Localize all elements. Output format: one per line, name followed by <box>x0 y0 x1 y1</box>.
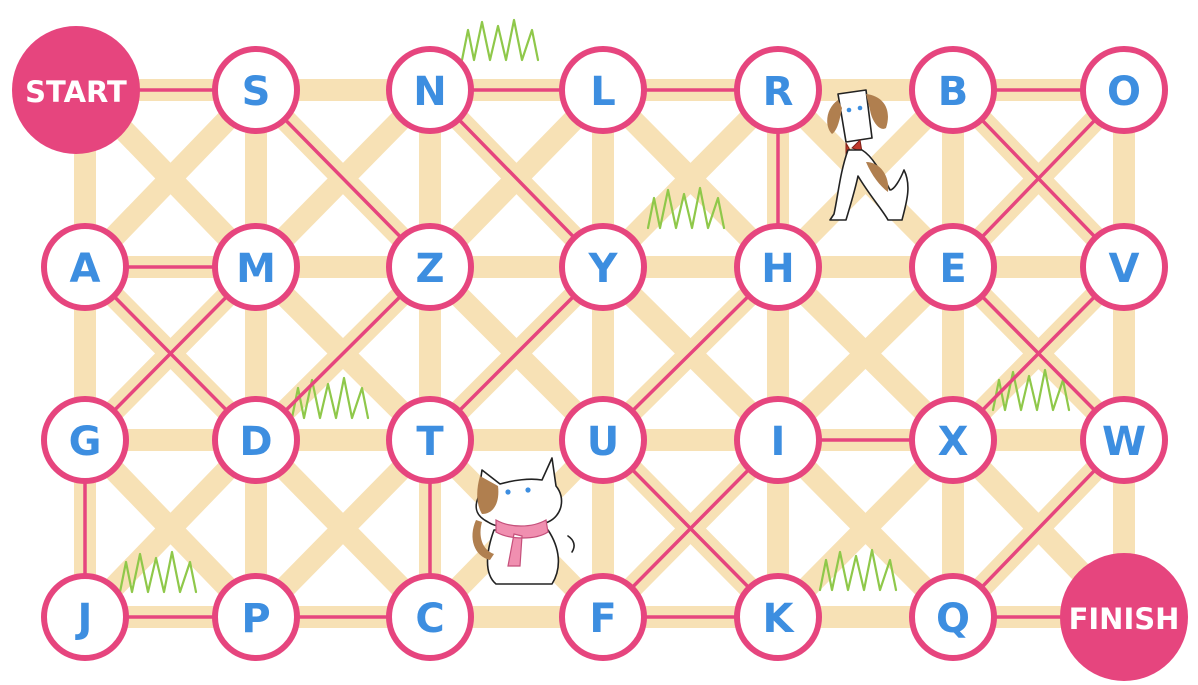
start-node[interactable]: START <box>12 26 140 154</box>
start-label: START <box>25 75 127 109</box>
node-m[interactable]: M <box>215 226 297 308</box>
node-p[interactable]: P <box>215 576 297 658</box>
node-letter: W <box>1102 419 1146 465</box>
node-letter: C <box>415 596 444 642</box>
node-letter: P <box>241 596 270 642</box>
node-letter: K <box>763 596 796 642</box>
node-letter: F <box>589 596 616 642</box>
node-x[interactable]: X <box>912 399 994 481</box>
node-letter: A <box>70 246 101 292</box>
node-letter: Q <box>936 596 970 642</box>
grass-doodle <box>462 20 538 60</box>
node-letter: N <box>413 69 446 115</box>
node-letter: U <box>587 419 619 465</box>
node-letter: T <box>416 419 444 465</box>
node-f[interactable]: F <box>562 576 644 658</box>
node-r[interactable]: R <box>737 49 819 131</box>
node-j[interactable]: J <box>44 576 126 658</box>
node-letter: L <box>590 69 616 115</box>
node-a[interactable]: A <box>44 226 126 308</box>
node-q[interactable]: Q <box>912 576 994 658</box>
node-c[interactable]: C <box>389 576 471 658</box>
node-letter: Z <box>415 246 444 292</box>
node-letter: M <box>236 246 276 292</box>
node-letter: B <box>938 69 969 115</box>
node-d[interactable]: D <box>215 399 297 481</box>
node-t[interactable]: T <box>389 399 471 481</box>
node-letter: R <box>763 69 794 115</box>
finish-node[interactable]: FINISH <box>1060 553 1188 681</box>
node-z[interactable]: Z <box>389 226 471 308</box>
node-letter: D <box>239 419 272 465</box>
node-w[interactable]: W <box>1083 399 1165 481</box>
node-letter: Y <box>588 246 619 292</box>
node-s[interactable]: S <box>215 49 297 131</box>
node-letter: X <box>938 419 969 465</box>
node-v[interactable]: V <box>1083 226 1165 308</box>
node-e[interactable]: E <box>912 226 994 308</box>
node-letter: O <box>1107 69 1141 115</box>
node-letter: J <box>75 596 93 642</box>
node-letter: S <box>242 69 271 115</box>
node-n[interactable]: N <box>389 49 471 131</box>
node-letter: G <box>69 419 102 465</box>
node-letter: I <box>771 419 786 465</box>
node-u[interactable]: U <box>562 399 644 481</box>
node-y[interactable]: Y <box>562 226 644 308</box>
node-letter: V <box>1109 246 1140 292</box>
node-h[interactable]: H <box>737 226 819 308</box>
node-letter: H <box>761 246 794 292</box>
node-l[interactable]: L <box>562 49 644 131</box>
node-o[interactable]: O <box>1083 49 1165 131</box>
finish-label: FINISH <box>1069 602 1180 636</box>
node-k[interactable]: K <box>737 576 819 658</box>
node-i[interactable]: I <box>737 399 819 481</box>
node-letter: E <box>939 246 966 292</box>
node-b[interactable]: B <box>912 49 994 131</box>
background-grid <box>85 90 1124 617</box>
node-g[interactable]: G <box>44 399 126 481</box>
